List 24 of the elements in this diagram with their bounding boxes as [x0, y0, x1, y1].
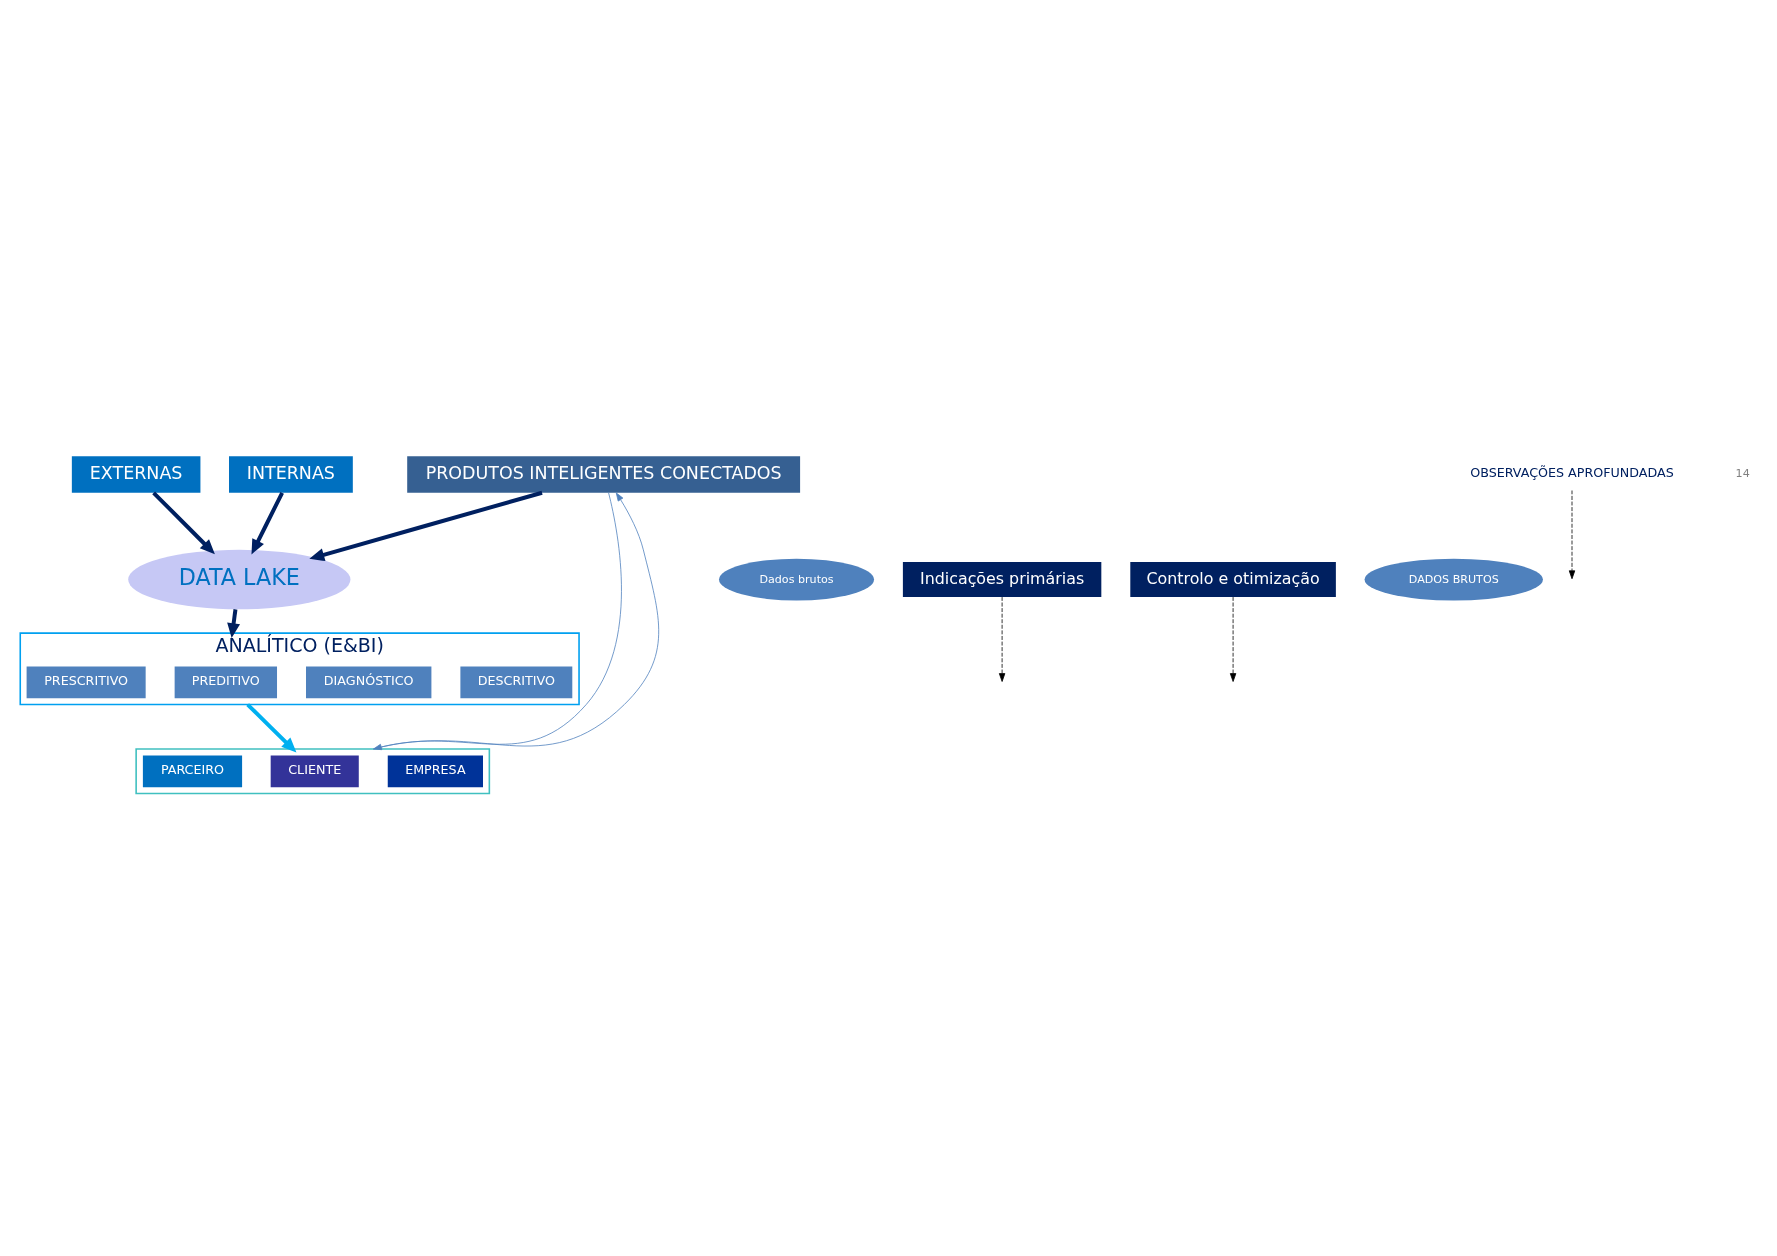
arrow: [1568, 490, 1575, 580]
arrow: [250, 491, 284, 555]
node-box: Indicações primárias: [902, 562, 1101, 598]
arrow: [1229, 596, 1236, 682]
label: 14: [1735, 467, 1750, 481]
node-box: PARCEIRO: [142, 755, 242, 788]
arrow: [245, 703, 296, 753]
node-box: EXTERNAS: [71, 456, 200, 493]
node-text: OBSERVAÇÕES APROFUNDADAS: [1469, 465, 1674, 481]
arrow: [308, 490, 543, 562]
node-box: CLIENTE: [270, 755, 359, 788]
node-box: DESCRITIVO: [459, 666, 572, 699]
node-box: DIAGNÓSTICO: [305, 666, 431, 699]
node-box: PREDITIVO: [174, 666, 277, 699]
node-box: INTERNAS: [228, 456, 353, 493]
node-box: EMPRESA: [387, 755, 483, 788]
node-box: Controlo e otimização: [1129, 562, 1336, 598]
node-ellipse: Dados brutos: [718, 558, 874, 601]
arrow: [998, 596, 1005, 682]
node-ellipse: DADOS BRUTOS: [1364, 558, 1543, 601]
node-box: PRODUTOS INTELIGENTES CONECTADOS: [406, 456, 800, 493]
node-box: PRESCRITIVO: [26, 666, 146, 699]
arrow: [151, 491, 215, 555]
cluster: [134, 748, 490, 795]
